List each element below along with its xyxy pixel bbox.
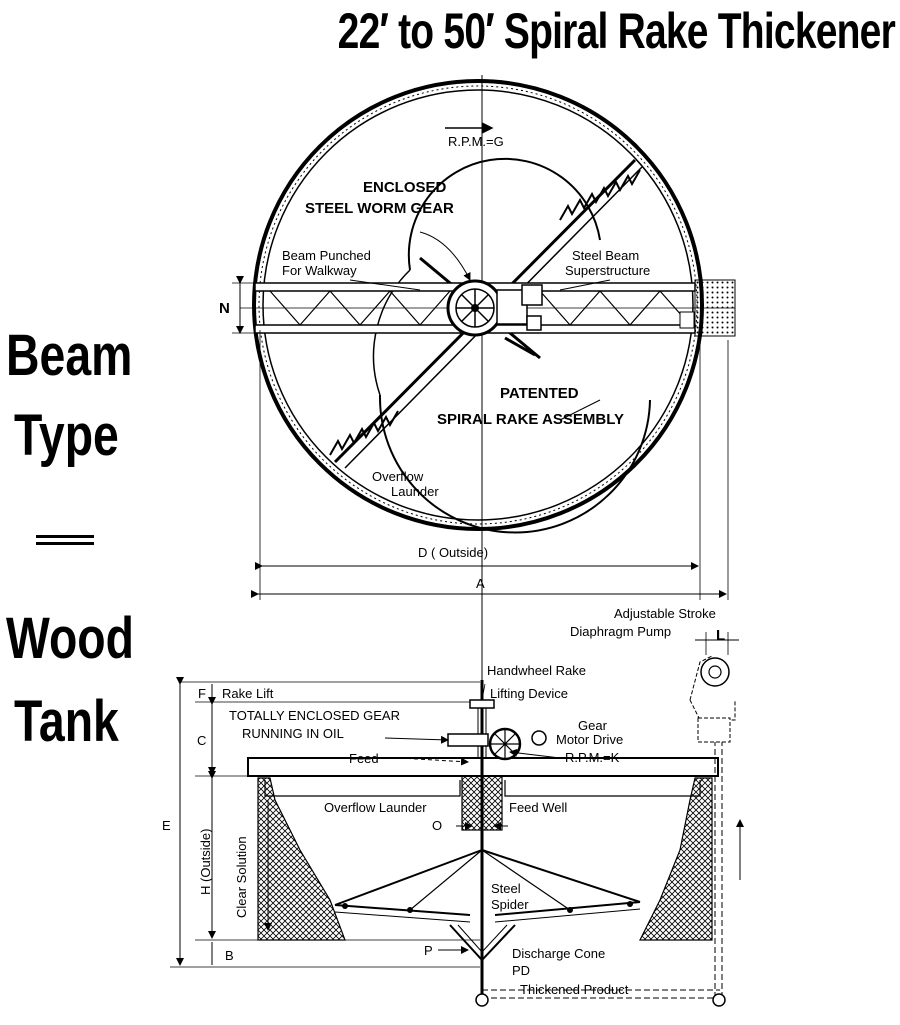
motor-label-line2: Motor Drive (556, 732, 623, 747)
tank-wall-left (257, 777, 346, 941)
discharge-cone-label: Discharge Cone (512, 946, 605, 961)
pd-label: PD (512, 963, 530, 978)
gear-motor-drive (531, 730, 547, 746)
dimension-h-label: H (Outside) (198, 829, 213, 895)
walkway-label-line2: For Walkway (282, 263, 357, 278)
dimension-l-label: L (716, 627, 725, 644)
elevation-view (170, 632, 744, 1007)
handwheel-label-line2: Lifting Device (490, 686, 568, 701)
plan-rpm-label: R.P.M.=G (448, 134, 504, 149)
feed-well-label: Feed Well (509, 800, 567, 815)
spider-arm-left (334, 849, 483, 906)
rake-arm-left (334, 904, 471, 916)
tank-wall-right (639, 777, 713, 941)
beam-end-support (694, 279, 736, 337)
dimension-b-label: B (225, 948, 234, 963)
tank-inner-circle (262, 89, 694, 521)
superstructure-label-line2: Superstructure (565, 263, 650, 278)
walkway-label-line1: Beam Punched (282, 248, 371, 263)
rake-blades-top (559, 169, 641, 221)
gear-oil-label-line1: TOTALLY ENCLOSED GEAR (229, 708, 400, 723)
dimension-o-label: O (432, 818, 442, 833)
side-label-type: Type (14, 403, 119, 468)
discharge-cone (449, 924, 516, 962)
dimension-d-label: D ( Outside) (418, 545, 488, 560)
rake-blades-bottom (329, 410, 399, 456)
worm-gear-label-line1: ENCLOSED (363, 179, 447, 196)
feed-label: Feed (349, 751, 379, 766)
page-title: 22′ to 50′ Spiral Rake Thickener (337, 3, 896, 59)
worm-gear-label-line2: STEEL WORM GEAR (305, 200, 454, 217)
spiral-arc-bottom (378, 394, 651, 534)
launder-label-line2: Launder (391, 484, 439, 499)
clear-solution-label: Clear Solution (234, 836, 249, 918)
worm-gear-arc-top (407, 157, 601, 271)
pump-label-line1: Adjustable Stroke (614, 606, 716, 621)
dimension-p-label: P (424, 943, 433, 958)
spider-label-line2: Spider (491, 897, 529, 912)
dimension-e-label: E (162, 818, 171, 833)
handwheel-lifting-device (469, 699, 495, 709)
enclosed-gear-housing (447, 733, 489, 747)
elevation-rpm-label: R.P.M.=K (565, 750, 620, 765)
gear-oil-label-line2: RUNNING IN OIL (242, 726, 344, 741)
dimension-n-label: N (219, 300, 230, 317)
handwheel-label-line1: Handwheel Rake (487, 663, 586, 678)
dimension-a-label: A (476, 576, 485, 591)
pump-label-line2: Diaphragm Pump (570, 624, 671, 639)
motor-label-line1: Gear (578, 718, 608, 733)
side-label-beam: Beam (6, 323, 133, 388)
spider-arm-right (481, 849, 641, 903)
side-label-wood: Wood (6, 606, 134, 671)
dimension-f-label: F (198, 686, 206, 701)
spiral-label-line2: SPIRAL RAKE ASSEMBLY (437, 411, 624, 428)
superstructure-label-line1: Steel Beam (572, 248, 639, 263)
beam-truss-lacing (269, 290, 691, 326)
beam-end-plate (679, 311, 695, 329)
dimension-c-label: C (197, 733, 206, 748)
rake-lift-label: Rake Lift (222, 686, 274, 701)
launder-label-line1: Overflow (372, 469, 424, 484)
thickened-product-label: Thickened Product (520, 982, 629, 997)
plan-view (232, 75, 736, 680)
side-label-tank: Tank (14, 689, 119, 754)
motor-block (526, 315, 542, 331)
overflow-launder-label: Overflow Launder (324, 800, 427, 815)
diaphragm-pump (689, 655, 736, 743)
overflow-launder (264, 780, 461, 797)
double-rule-divider (36, 535, 94, 545)
spider-label-line1: Steel (491, 881, 521, 896)
spiral-label-line1: PATENTED (500, 385, 579, 402)
